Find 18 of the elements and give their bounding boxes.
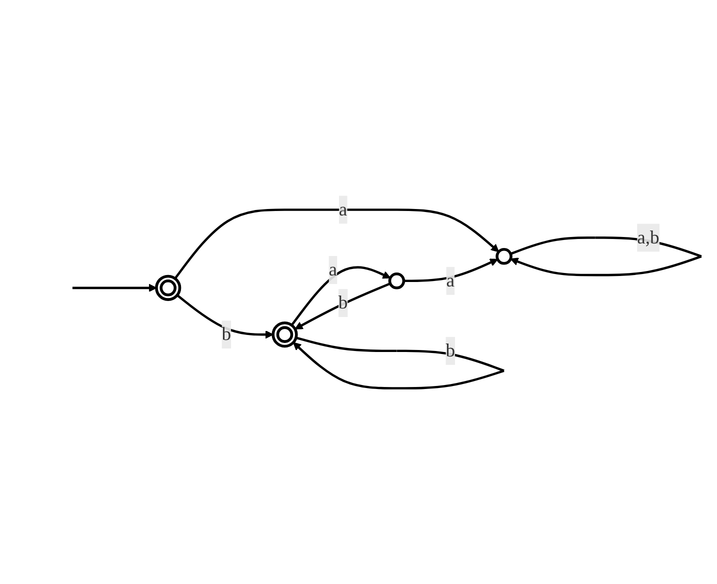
arrow xyxy=(294,282,390,330)
arrow xyxy=(403,258,498,282)
node-circle xyxy=(495,248,512,265)
node-circle xyxy=(388,272,405,290)
arrow xyxy=(290,266,390,326)
edge-label: b xyxy=(338,292,348,314)
edge-label: b xyxy=(445,340,455,362)
edge-label: a xyxy=(338,199,347,220)
node-circle xyxy=(271,322,298,348)
arrow xyxy=(292,336,504,390)
edge-label: a xyxy=(446,270,454,292)
edge-label: a,b xyxy=(636,227,659,248)
arrow xyxy=(174,208,499,280)
arrow xyxy=(72,284,156,292)
arrow xyxy=(176,294,273,339)
edge-label: a xyxy=(328,260,337,280)
edge-label: b xyxy=(221,324,231,345)
node-circle xyxy=(154,274,181,301)
